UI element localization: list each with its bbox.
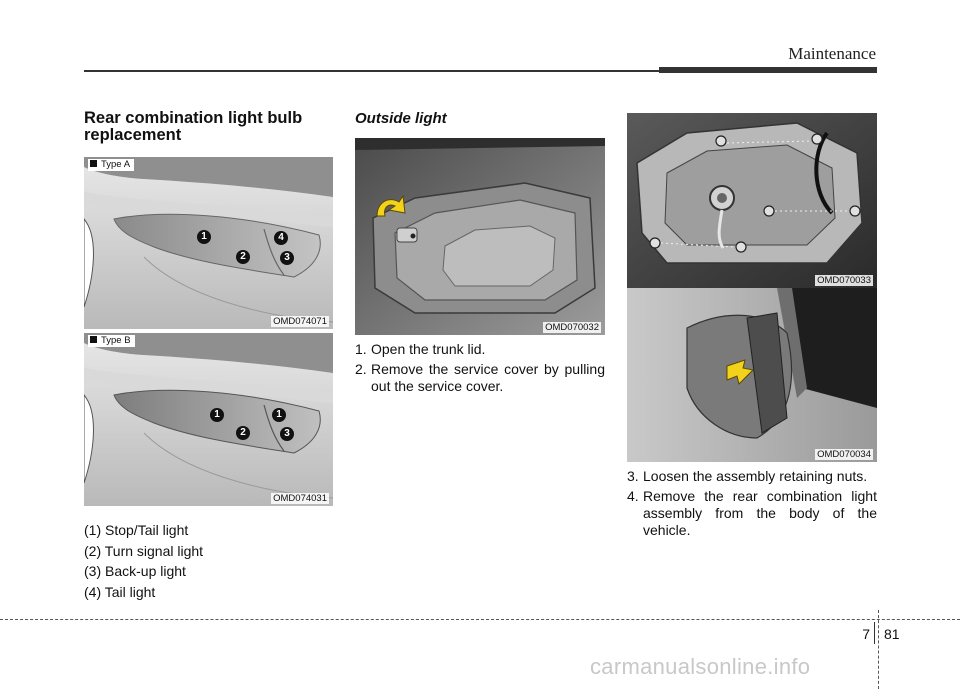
step-number: 2. <box>355 361 367 377</box>
tail-light-illustration-b <box>84 333 333 506</box>
legend-item: (4) Tail light <box>84 583 156 600</box>
step-text: Remove the rear combination light assemb… <box>643 488 877 538</box>
square-bullet-icon <box>90 336 97 343</box>
figure-service-cover: OMD070032 <box>355 138 605 335</box>
callout-badge: 4 <box>274 231 288 245</box>
figure-code: OMD074071 <box>271 316 329 327</box>
header-rule-accent <box>659 67 877 73</box>
header-rule <box>84 70 659 72</box>
callout-badge: 1 <box>272 408 286 422</box>
crop-line-horizontal <box>0 619 960 620</box>
watermark-text: carmanualsonline.info <box>590 654 811 679</box>
section-heading: Rear combination light bulb replacement <box>84 109 303 144</box>
figure-light-assembly: OMD070034 <box>627 288 877 462</box>
figure-code: OMD070034 <box>815 449 873 460</box>
tail-light-illustration-a <box>84 157 333 329</box>
step-text: Remove the service cover by pulling out … <box>371 361 605 394</box>
callout-badge: 3 <box>280 251 294 265</box>
step-number: 1. <box>355 341 367 357</box>
steps-list: 3. Loosen the assembly retaining nuts. 4… <box>627 468 877 542</box>
legend-item: (2) Turn signal light <box>84 542 204 559</box>
type-a-label: Type A <box>88 159 135 171</box>
step-item: 1. Open the trunk lid. <box>355 341 605 358</box>
callout-badge: 2 <box>236 250 250 264</box>
light-assembly-illustration <box>627 288 877 462</box>
retaining-nuts-illustration <box>627 113 877 288</box>
legend-item: (3) Back-up light <box>84 563 186 579</box>
square-bullet-icon <box>90 160 97 167</box>
page-number-separator <box>874 622 875 644</box>
figure-retaining-nuts: OMD070033 <box>627 113 877 288</box>
figure-code: OMD070033 <box>815 275 873 286</box>
step-number: 3. <box>627 468 639 484</box>
type-b-label: Type B <box>88 335 135 347</box>
subsection-heading: Outside light <box>355 110 447 127</box>
step-item: 4. Remove the rear combination light ass… <box>627 488 877 539</box>
figure-type-a: Type A 1 4 2 3 OMD074071 <box>84 157 333 329</box>
callout-badge: 3 <box>280 427 294 441</box>
steps-list: 1. Open the trunk lid. 2. Remove the ser… <box>355 341 605 398</box>
legend-item: (1) Stop/Tail light <box>84 522 189 538</box>
crop-line-vertical <box>878 610 879 689</box>
section-title: Maintenance <box>788 44 876 63</box>
step-item: 3. Loosen the assembly retaining nuts. <box>627 468 877 485</box>
figure-code: OMD074031 <box>271 493 329 504</box>
figure-code: OMD070032 <box>543 322 601 333</box>
callout-badge: 2 <box>236 426 250 440</box>
page-number: 81 <box>884 626 900 642</box>
step-text: Open the trunk lid. <box>371 341 486 357</box>
step-text: Loosen the assembly retaining nuts. <box>643 468 868 484</box>
callout-badge: 1 <box>210 408 224 422</box>
bulb-legend: (1) Stop/Tail light (2) Turn signal ligh… <box>84 520 334 602</box>
chapter-number: 7 <box>862 626 870 642</box>
callout-badge: 1 <box>197 230 211 244</box>
step-number: 4. <box>627 488 639 504</box>
service-cover-illustration <box>355 138 605 335</box>
figure-type-b: Type B 1 1 2 3 OMD074031 <box>84 333 333 506</box>
step-item: 2. Remove the service cover by pulling o… <box>355 361 605 395</box>
